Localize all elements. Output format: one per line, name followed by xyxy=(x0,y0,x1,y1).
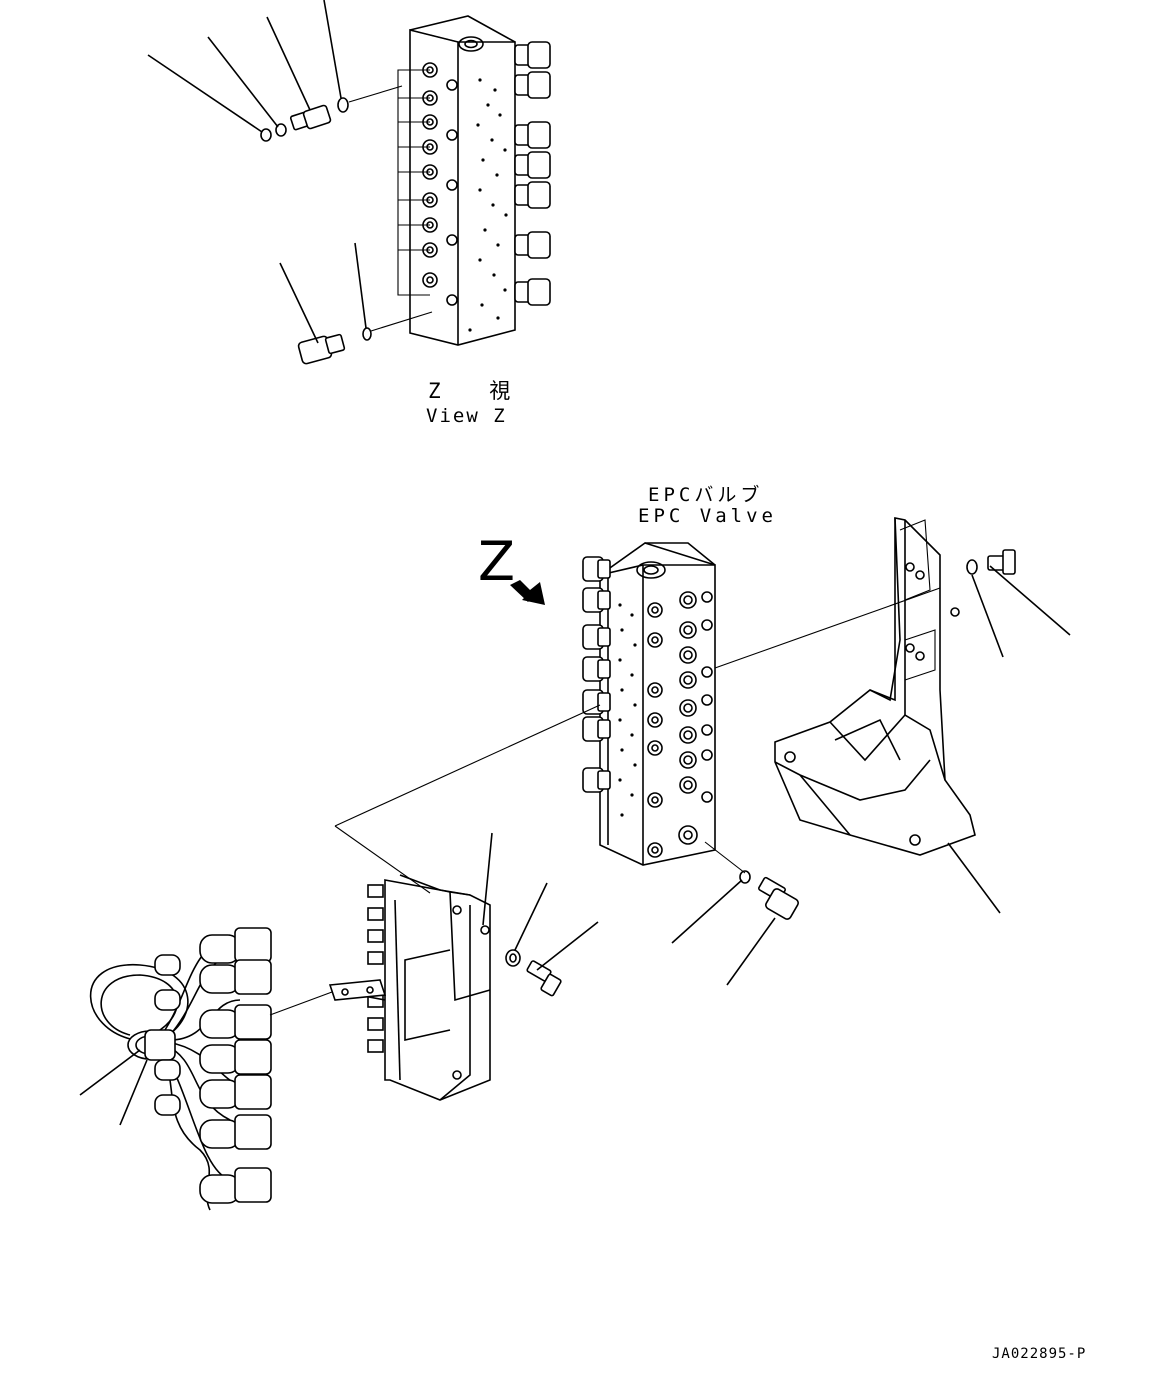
view-z-fittings xyxy=(147,0,433,365)
view-z-label-jp: Z 視 xyxy=(428,379,529,403)
epc-solenoids xyxy=(582,556,611,793)
connector-bracket xyxy=(328,874,491,1101)
epc-valve-block xyxy=(582,542,716,866)
epc-lower-fitting xyxy=(671,841,799,986)
epc-valve-ports xyxy=(647,591,713,858)
view-z-solenoids xyxy=(514,41,551,306)
bracket-fasteners xyxy=(714,549,1071,914)
epc-face-holes xyxy=(618,603,637,817)
mounting-bracket xyxy=(774,517,976,856)
view-z-valve-block xyxy=(397,15,551,346)
epc-valve-label-jp: EPCバルブ xyxy=(648,484,764,506)
view-z-face-holes xyxy=(468,78,508,332)
drawing-number: JA022895-P xyxy=(992,1346,1087,1362)
arrow-down-right-icon xyxy=(510,580,545,605)
harness-connectors xyxy=(154,927,272,1204)
view-z-label: View Z xyxy=(426,405,507,427)
wiring-harness xyxy=(79,927,333,1211)
view-direction-label: Z xyxy=(478,530,515,593)
connector-bracket-fasteners xyxy=(334,704,601,997)
epc-valve-label: EPC Valve xyxy=(638,505,777,527)
